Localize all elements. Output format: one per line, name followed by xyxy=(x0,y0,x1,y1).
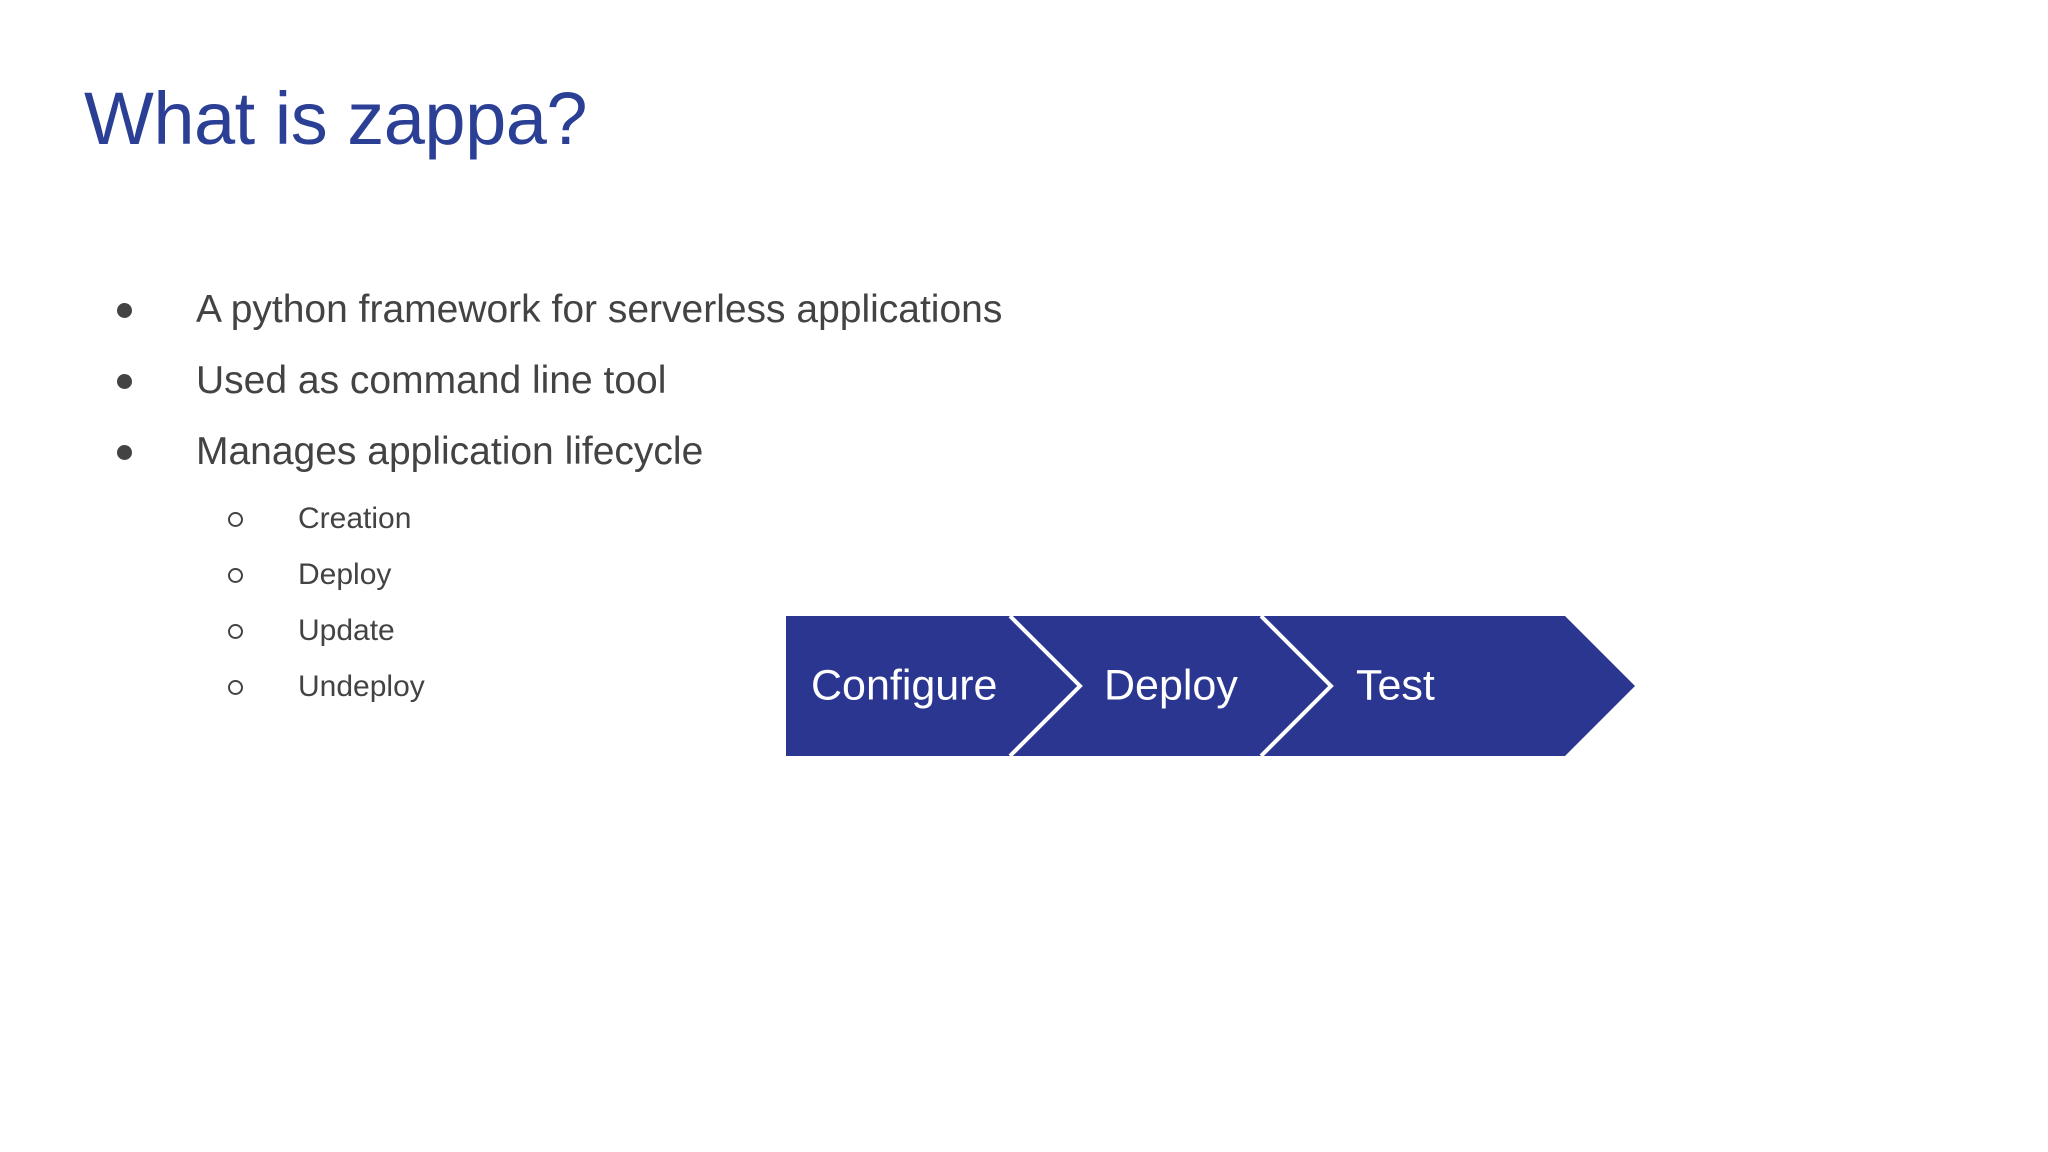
chevron-step-label-3: Test xyxy=(1356,661,1435,709)
chevron-separator-icon xyxy=(1259,614,1334,758)
page-title: What is zappa? xyxy=(84,77,588,160)
chevron-body-shape xyxy=(786,616,1635,756)
sub-list-item-label: Undeploy xyxy=(298,670,425,703)
chevron-step-label-1: Configure xyxy=(811,661,997,709)
list-item-label: Used as command line tool xyxy=(196,359,667,402)
circle-bullet-icon xyxy=(96,668,298,706)
sub-list-item-label: Deploy xyxy=(298,558,392,591)
chevron-step-label-2: Deploy xyxy=(1104,661,1238,709)
list-item: Manages application lifecycle xyxy=(96,428,1496,499)
sub-list-item: Undeploy xyxy=(96,668,996,724)
sub-bullet-list: Creation Deploy Update Undeploy xyxy=(96,500,996,724)
sub-list-item: Deploy xyxy=(96,556,996,612)
sub-list-item-label: Creation xyxy=(298,502,412,535)
circle-bullet-icon xyxy=(96,556,298,594)
sub-list-item: Creation xyxy=(96,500,996,556)
list-item: Used as command line tool xyxy=(96,357,1496,428)
disc-bullet-icon xyxy=(96,286,196,334)
disc-bullet-icon xyxy=(96,428,196,476)
process-chevron-diagram: Configure Deploy Test xyxy=(786,614,1636,758)
chevron-separator-icon xyxy=(1008,614,1083,758)
list-item-label: Manages application lifecycle xyxy=(196,430,704,473)
circle-bullet-icon xyxy=(96,612,298,650)
sub-list-item-label: Update xyxy=(298,614,395,647)
sub-list-item: Update xyxy=(96,612,996,668)
bullet-list: A python framework for serverless applic… xyxy=(96,286,1496,499)
list-item: A python framework for serverless applic… xyxy=(96,286,1496,357)
circle-bullet-icon xyxy=(96,500,298,538)
list-item-label: A python framework for serverless applic… xyxy=(196,288,1003,331)
disc-bullet-icon xyxy=(96,357,196,405)
